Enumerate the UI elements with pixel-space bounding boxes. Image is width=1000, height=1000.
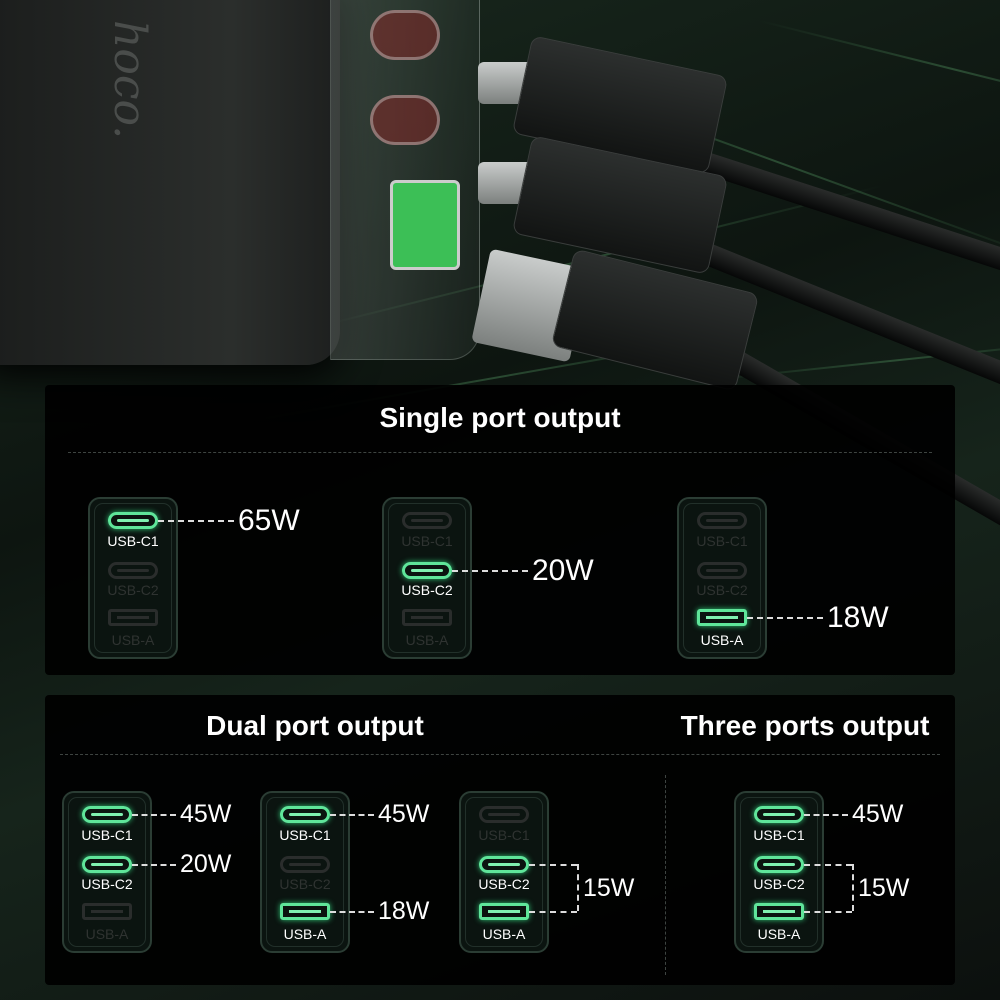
connector-line	[804, 864, 852, 866]
port-label: USB-A	[85, 926, 129, 942]
usb-c1-port-icon	[370, 10, 440, 60]
wattage-label: 18W	[378, 897, 430, 925]
connector-line	[330, 814, 374, 816]
port-label: USB-A	[405, 632, 449, 648]
card-inner	[465, 797, 543, 947]
port-label: USB-C2	[81, 876, 133, 892]
usb-c-port-icon	[82, 806, 132, 823]
usb-c-port-icon	[479, 856, 529, 873]
usb-c-port-icon	[754, 856, 804, 873]
divider	[60, 754, 940, 755]
port-label: USB-C1	[401, 533, 453, 549]
usb-a-port-icon	[754, 903, 804, 920]
usb-a-port-icon	[390, 180, 460, 270]
port-label: USB-C2	[696, 582, 748, 598]
port-label: USB-A	[482, 926, 526, 942]
hoco-logo: hoco.	[104, 20, 155, 140]
port-label: USB-A	[111, 632, 155, 648]
port-label: USB-C2	[478, 876, 530, 892]
connector-bracket	[577, 864, 579, 911]
port-label: USB-A	[700, 632, 744, 648]
port-label: USB-A	[757, 926, 801, 942]
wattage-label: 20W	[180, 850, 232, 878]
port-label: USB-A	[283, 926, 327, 942]
usb-c-port-icon	[82, 856, 132, 873]
dual-port-title: Dual port output	[206, 710, 424, 741]
connector-line	[804, 814, 848, 816]
card-inner	[683, 503, 761, 653]
card-inner	[740, 797, 818, 947]
connector-line	[529, 864, 577, 866]
wattage-label: 20W	[532, 554, 594, 587]
port-label: USB-C1	[107, 533, 159, 549]
wattage-label: 45W	[852, 800, 904, 828]
wattage-label: 15W	[858, 873, 910, 902]
wattage-label: 45W	[180, 800, 232, 828]
connector-line	[158, 520, 234, 522]
usb-a-port-icon	[82, 903, 132, 920]
connector-line	[804, 911, 852, 913]
usb-a-port-icon	[402, 609, 452, 626]
port-label: USB-C1	[696, 533, 748, 549]
connector-line	[747, 617, 823, 619]
three-ports-title: Three ports output	[680, 710, 930, 741]
usb-c-port-icon	[108, 512, 158, 529]
usb-c-port-icon	[402, 562, 452, 579]
wattage-label: 18W	[827, 601, 889, 634]
port-label: USB-C1	[81, 827, 133, 843]
connector-line	[330, 911, 374, 913]
single-port-panel	[45, 385, 955, 675]
port-label: USB-C2	[107, 582, 159, 598]
usb-c-port-icon	[280, 856, 330, 873]
port-label: USB-C1	[753, 827, 805, 843]
divider	[665, 775, 666, 975]
usb-c-port-icon	[108, 562, 158, 579]
connector-line	[132, 814, 176, 816]
wattage-label: 65W	[238, 504, 300, 537]
usb-c-port-icon	[697, 512, 747, 529]
usb-c2-port-icon	[370, 95, 440, 145]
connector-line	[529, 911, 577, 913]
port-label: USB-C2	[401, 582, 453, 598]
charger-port-card	[734, 791, 824, 953]
wattage-label: 45W	[378, 800, 430, 828]
usb-a-port-icon	[108, 609, 158, 626]
usb-a-port-icon	[280, 903, 330, 920]
wattage-label: 15W	[583, 873, 635, 902]
single-port-title: Single port output	[379, 402, 621, 433]
card-inner	[266, 797, 344, 947]
connector-line	[132, 864, 176, 866]
divider	[68, 452, 932, 453]
connector-line	[452, 570, 528, 572]
usb-c-port-icon	[479, 806, 529, 823]
usb-c-port-icon	[697, 562, 747, 579]
usb-a-port-icon	[479, 903, 529, 920]
card-inner	[388, 503, 466, 653]
port-label: USB-C2	[279, 876, 331, 892]
card-inner	[94, 503, 172, 653]
usb-c-port-icon	[280, 806, 330, 823]
connector-bracket	[852, 864, 854, 911]
port-label: USB-C1	[279, 827, 331, 843]
usb-a-port-icon	[697, 609, 747, 626]
usb-c-port-icon	[402, 512, 452, 529]
charger-body: hoco.	[0, 0, 340, 365]
port-label: USB-C2	[753, 876, 805, 892]
port-label: USB-C1	[478, 827, 530, 843]
usb-c-port-icon	[754, 806, 804, 823]
card-inner	[68, 797, 146, 947]
